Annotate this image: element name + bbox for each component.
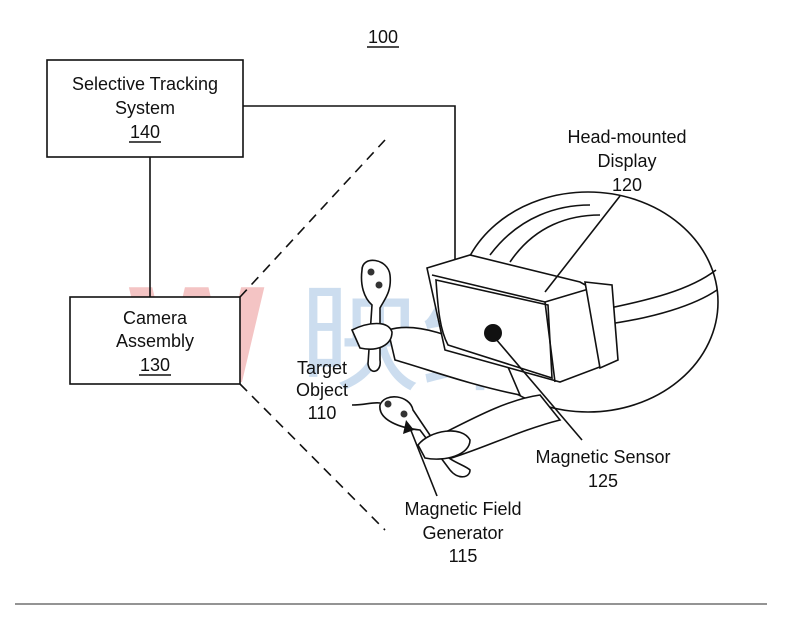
selective-tracking-system-box: Selective Tracking System 140 [46, 59, 244, 158]
hand-upper [350, 322, 393, 350]
svg-text:Camera: Camera [123, 308, 188, 328]
leader-hmd [544, 195, 621, 293]
hand-lower [417, 430, 471, 460]
controller-upper [360, 259, 392, 372]
svg-text:125: 125 [588, 471, 618, 491]
svg-text:115: 115 [449, 546, 478, 566]
figure-number: 100 [368, 27, 398, 47]
camera-fov-lower [239, 383, 386, 531]
svg-text:140: 140 [130, 122, 160, 142]
svg-text:Target: Target [297, 358, 347, 378]
svg-text:System: System [115, 98, 175, 118]
svg-text:Assembly: Assembly [116, 331, 194, 351]
user-illustration [350, 191, 719, 478]
label-magnetic-field-generator: Magnetic Field Generator 115 [404, 499, 521, 566]
label-magnetic-sensor: Magnetic Sensor 125 [535, 447, 670, 491]
svg-text:Object: Object [296, 380, 348, 400]
svg-text:120: 120 [612, 175, 642, 195]
side-strap [599, 269, 718, 326]
arm-upper [387, 326, 522, 397]
svg-text:Magnetic Sensor: Magnetic Sensor [535, 447, 670, 467]
svg-text:Display: Display [597, 151, 656, 171]
svg-text:Selective Tracking: Selective Tracking [72, 74, 218, 94]
arrowhead-icon [403, 420, 414, 434]
leader-field-generator [409, 427, 438, 497]
magnetic-sensor-dot [484, 324, 502, 342]
svg-text:Generator: Generator [422, 523, 503, 543]
svg-text:Head-mounted: Head-mounted [567, 127, 686, 147]
svg-text:110: 110 [308, 403, 337, 423]
leader-target-object [351, 401, 381, 406]
connector-tracking-to-hmd [243, 105, 456, 262]
label-head-mounted-display: Head-mounted Display 120 [567, 127, 686, 195]
camera-assembly-box: Camera Assembly 130 [69, 296, 241, 385]
head-strap [489, 204, 601, 263]
label-target-object: Target Object 110 [296, 358, 348, 423]
svg-text:Magnetic Field: Magnetic Field [404, 499, 521, 519]
camera-fov-upper [239, 139, 386, 298]
svg-text:130: 130 [140, 355, 170, 375]
leader-magnetic-sensor [494, 337, 583, 441]
